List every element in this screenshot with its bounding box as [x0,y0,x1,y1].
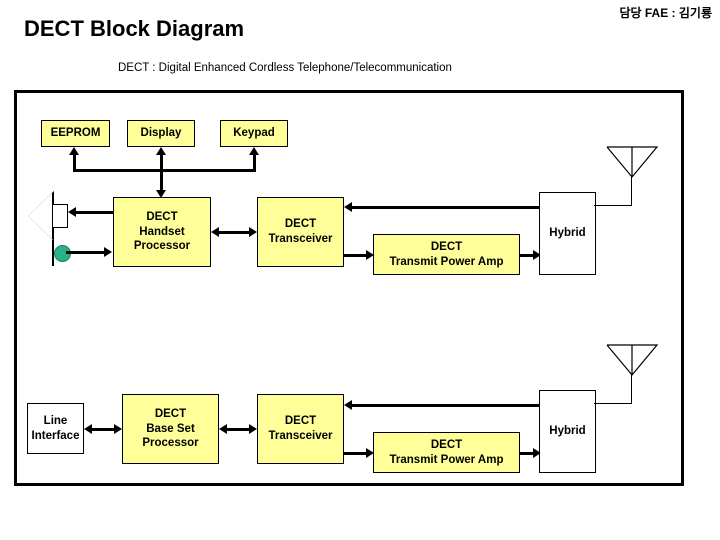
link-base-transceiver-to-power-amp [344,452,369,455]
block-dect-base-set-processor[interactable]: DECT Base Set Processor [122,394,219,464]
link-base-power-amp-to-hybrid [520,452,537,455]
block-eeprom[interactable]: EEPROM [41,120,110,147]
arrowhead-into-handset-power-amp [366,250,374,260]
bus-stub-keypad [253,155,256,171]
arrowhead-into-base-transceiver [249,424,257,434]
arrowhead-into-base-transceiver-receive [344,400,352,410]
arrowhead-into-eeprom [69,147,79,155]
base-antenna-feedline-vertical [631,374,632,404]
peripheral-bus-rail [73,169,256,172]
arrowhead-into-handset-processor-from-mic [104,247,112,257]
arrowhead-into-base-hybrid [533,448,541,458]
page-title: DECT Block Diagram [24,16,245,41]
block-dect-handset-processor[interactable]: DECT Handset Processor [113,197,211,267]
block-keypad[interactable]: Keypad [220,120,288,147]
handset-antenna-feedline-horizontal [594,205,632,206]
arrowhead-into-speaker [68,207,76,217]
bus-trunk-to-handset-processor [160,169,163,191]
diagram-subtitle: DECT : Digital Enhanced Cordless Telepho… [118,62,452,74]
fae-credit-label: 담당 FAE : 김기룡 [619,6,712,20]
block-dect-base-transceiver[interactable]: DECT Transceiver [257,394,344,464]
link-line-interface-to-base-processor [92,428,117,431]
bus-stub-display [160,155,163,171]
link-handset-hybrid-to-transceiver [352,206,540,209]
arrowhead-into-handset-transceiver-receive [344,202,352,212]
arrowhead-into-keypad [249,147,259,155]
arrowhead-into-base-power-amp [366,448,374,458]
link-handset-processor-to-transceiver [219,231,252,234]
block-handset-hybrid[interactable]: Hybrid [539,192,596,275]
link-processor-to-speaker [76,211,113,214]
block-line-interface[interactable]: Line Interface [27,403,84,454]
arrowhead-into-handset-processor-from-transceiver [211,227,219,237]
handset-antenna-feedline-vertical [631,176,632,206]
arrowhead-into-base-processor-from-transceiver [219,424,227,434]
link-base-processor-to-transceiver [227,428,252,431]
link-base-hybrid-to-transceiver [352,404,540,407]
link-handset-transceiver-to-power-amp [344,254,369,257]
block-dect-base-transmit-power-amp[interactable]: DECT Transmit Power Amp [373,432,520,473]
antenna-icon-handset [606,146,658,180]
arrowhead-into-handset-transceiver [249,227,257,237]
link-microphone-to-processor [66,251,105,254]
base-antenna-feedline-horizontal [594,403,632,404]
link-handset-power-amp-to-hybrid [520,254,537,257]
arrowhead-into-display [156,147,166,155]
antenna-icon-base [606,344,658,378]
bus-stub-eeprom [73,155,76,171]
block-base-hybrid[interactable]: Hybrid [539,390,596,473]
block-dect-handset-transceiver[interactable]: DECT Transceiver [257,197,344,267]
arrowhead-into-handset-hybrid [533,250,541,260]
block-display[interactable]: Display [127,120,195,147]
block-dect-handset-transmit-power-amp[interactable]: DECT Transmit Power Amp [373,234,520,275]
arrowhead-into-base-processor-from-line [114,424,122,434]
arrowhead-into-handset-processor [156,190,166,198]
arrowhead-into-line-interface [84,424,92,434]
